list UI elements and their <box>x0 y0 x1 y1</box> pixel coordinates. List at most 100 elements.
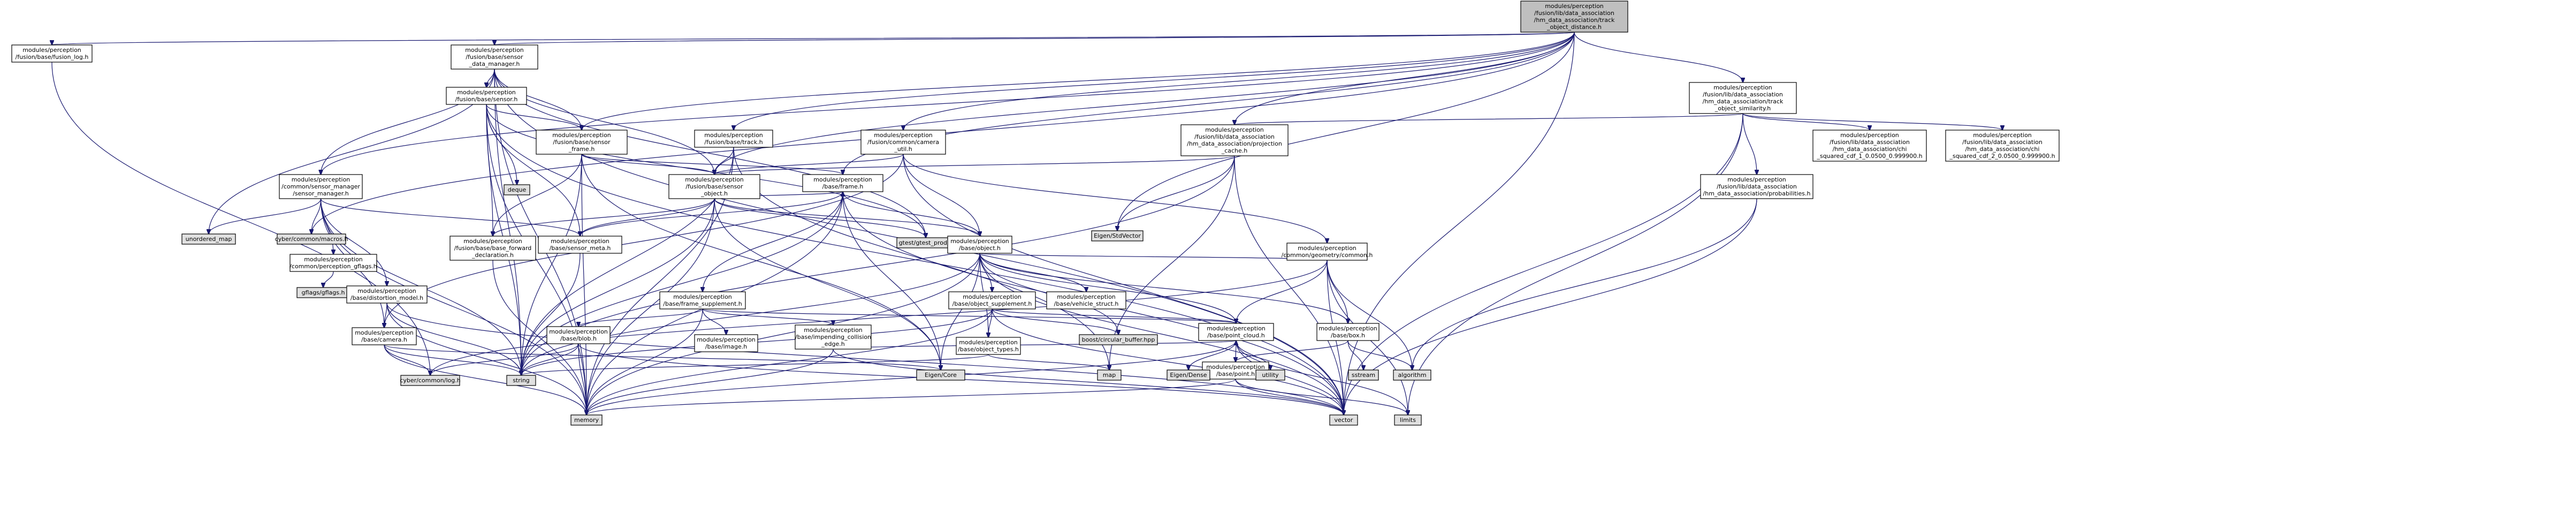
edge-fusion-log-to-cyber-log <box>51 62 430 375</box>
node-label-line: /base/object.h <box>959 245 1001 252</box>
node-projection-cache[interactable]: modules/perception/fusion/lib/data_assoc… <box>1180 124 1289 156</box>
node-label-line: modules/perception <box>463 238 522 245</box>
node-label-line: /fusion/base/sensor <box>553 139 611 146</box>
node-base-box[interactable]: modules/perception/base/box.h <box>1316 323 1380 341</box>
edge-fusion-sensor-to-sensor-frame <box>486 104 582 130</box>
node-label-line: modules/perception <box>1207 325 1266 332</box>
node-utility: utility <box>1255 369 1285 381</box>
node-label-line: /fusion/base/track.h <box>704 139 763 146</box>
edge-distortion-model-to-string <box>386 303 521 375</box>
node-frame-supplement[interactable]: modules/perception/base/frame_supplement… <box>659 291 746 309</box>
node-object-supplement[interactable]: modules/perception/base/object_supplemen… <box>948 291 1036 309</box>
edge-base-box-to-algorithm <box>1347 340 1412 370</box>
node-box <box>536 130 628 155</box>
edge-object-types-to-string <box>521 354 989 375</box>
node-label-line: gtest/gtest_prod.h <box>899 239 953 246</box>
node-base-frame[interactable]: modules/perception/base/frame.h <box>802 174 883 192</box>
edge-sensor-frame-to-string <box>521 154 582 375</box>
node-fusion-log[interactable]: modules/perception/fusion/base/fusion_lo… <box>11 44 93 63</box>
node-geometry-common[interactable]: modules/perception/common/geometry/commo… <box>1282 243 1373 261</box>
edge-root-to-vector <box>1344 32 1575 415</box>
node-chi-squared-1[interactable]: modules/perception/fusion/lib/data_assoc… <box>1812 130 1927 162</box>
edge-probabilities-to-vector <box>1344 198 1757 415</box>
node-label-line: utility <box>1262 372 1279 379</box>
node-box <box>659 291 746 309</box>
node-label-line: modules/perception <box>304 256 363 263</box>
node-label-line: Eigen/StdVector <box>1094 232 1141 239</box>
edge-common-sensor-manager-to-cyber-macros <box>311 198 322 234</box>
edge-base-object-to-vector <box>979 253 1344 415</box>
node-distortion-model[interactable]: modules/perception/base/distortion_model… <box>346 285 428 304</box>
node-box <box>1700 174 1813 199</box>
node-base-forward[interactable]: modules/perception/fusion/base/base_forw… <box>449 236 536 261</box>
node-label-line: /hm_data_association/track <box>1534 17 1615 24</box>
node-box <box>1394 414 1422 426</box>
node-label-line: modules/perception <box>22 47 81 54</box>
node-base-object[interactable]: modules/perception/base/object.h <box>947 236 1012 254</box>
node-base-camera[interactable]: modules/perception/base/camera.h <box>352 327 417 345</box>
edge-object-supplement-to-point-cloud <box>992 308 1236 323</box>
node-sensor-meta[interactable]: modules/perception/base/sensor_meta.h <box>538 236 622 254</box>
node-vehicle-struct[interactable]: modules/perception/base/vehicle_struct.h <box>1046 291 1126 309</box>
edge-base-camera-to-memory <box>384 344 586 415</box>
node-label-line: _frame.h <box>568 146 595 153</box>
node-box <box>352 327 417 345</box>
node-probabilities[interactable]: modules/perception/fusion/lib/data_assoc… <box>1700 174 1813 199</box>
node-label-line: map <box>1103 372 1116 379</box>
node-label-line: _data_manager.h <box>469 61 520 67</box>
node-base-image[interactable]: modules/perception/base/image.h <box>694 334 758 352</box>
edge-common-sensor-manager-to-distortion-model <box>320 198 387 286</box>
node-label-line: /hm_data_association/projection <box>1187 140 1282 147</box>
node-box <box>802 174 883 192</box>
node-label-line: modules/perception <box>673 293 732 300</box>
edge-sensor-meta-to-string <box>521 253 581 375</box>
edge-base-forward-to-memory <box>492 260 586 415</box>
edge-point-cloud-to-memory <box>586 340 1237 415</box>
node-sensor-frame[interactable]: modules/perception/fusion/base/sensor_fr… <box>536 130 628 155</box>
node-cyber-log: cyber/common/log.h <box>400 375 461 386</box>
node-base-blob[interactable]: modules/perception/base/blob.h <box>546 326 611 344</box>
node-fusion-track[interactable]: modules/perception/fusion/base/track.h <box>694 130 773 148</box>
node-base-point[interactable]: modules/perception/base/point.h <box>1202 361 1269 380</box>
node-impending-collision[interactable]: modules/perception/base/impending_collis… <box>795 324 872 350</box>
node-sensor-object[interactable]: modules/perception/fusion/base/sensor_ob… <box>668 174 760 199</box>
node-perception-gflags[interactable]: modules/perception/common/perception_gfl… <box>289 254 377 272</box>
edge-root-to-sensor-data-manager <box>494 32 1575 45</box>
node-sensor-data-manager[interactable]: modules/perception/fusion/base/sensor_da… <box>451 44 538 70</box>
node-point-cloud[interactable]: modules/perception/base/point_cloud.h <box>1198 323 1274 341</box>
node-label-line: modules/perception <box>1319 325 1377 332</box>
node-common-sensor-manager[interactable]: modules/perception/common/sensor_manager… <box>279 174 363 199</box>
edge-object-types-to-map <box>988 354 1109 370</box>
node-label-line: /base/frame_supplement.h <box>663 300 742 307</box>
node-unordered-map: unordered_map <box>181 233 236 245</box>
node-label-line: /fusion/base/sensor <box>685 183 743 190</box>
node-label-line: modules/perception <box>549 328 608 335</box>
edge-perception-gflags-to-gflags <box>323 271 334 288</box>
node-label-line: _object.h <box>700 190 728 197</box>
edge-object-supplement-to-memory <box>586 308 993 415</box>
edge-base-point-to-memory <box>586 379 1236 415</box>
edge-sensor-object-to-base-object <box>714 198 980 236</box>
node-chi-squared-2[interactable]: modules/perception/fusion/lib/data_assoc… <box>1945 130 2060 162</box>
edge-projection-cache-to-map <box>1109 155 1235 370</box>
node-box <box>449 236 536 261</box>
node-box <box>1255 369 1285 381</box>
node-label-line: _edge.h <box>821 341 844 347</box>
edge-projection-cache-to-vector <box>1234 155 1344 415</box>
node-fusion-sensor[interactable]: modules/perception/fusion/base/sensor.h <box>446 87 527 105</box>
edge-sensor-object-to-sensor-meta <box>580 198 715 236</box>
edge-projection-cache-to-sensor-object <box>714 155 1235 175</box>
edge-base-frame-to-string <box>521 191 843 375</box>
node-root: modules/perception/fusion/lib/data_assoc… <box>1520 1 1628 33</box>
node-camera-util[interactable]: modules/perception/fusion/common/camera_… <box>860 130 946 155</box>
edge-camera-util-to-sensor-object <box>714 154 904 175</box>
node-object-types[interactable]: modules/perception/base/object_types.h <box>956 337 1021 355</box>
node-deque: deque <box>504 184 530 195</box>
node-label-line: /hm_data_association/probabilities.h <box>1703 190 1811 197</box>
node-label-line: /common/geometry/common.h <box>1282 252 1373 259</box>
node-track-object-similarity[interactable]: modules/perception/fusion/lib/data_assoc… <box>1689 82 1797 114</box>
edge-root-to-fusion-log <box>52 32 1575 45</box>
node-box <box>1079 334 1158 345</box>
node-box <box>289 254 377 272</box>
node-eigen-core: Eigen/Core <box>916 369 965 381</box>
